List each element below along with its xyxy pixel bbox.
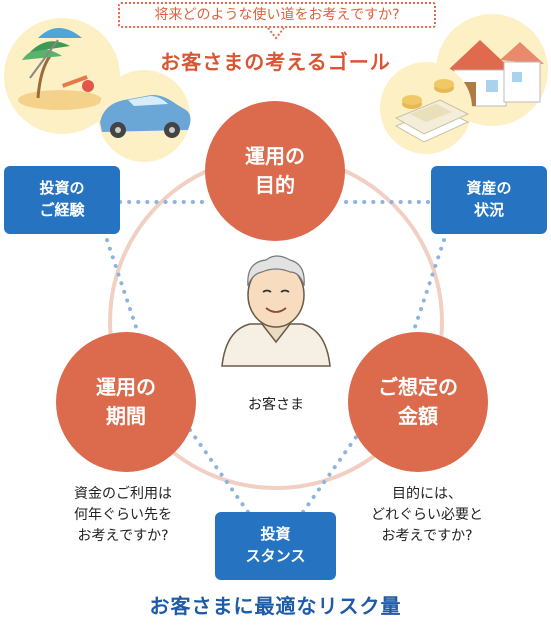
note-period: 資金のご利用は 何年ぐらい先を お考えですか? — [74, 486, 172, 544]
circle-period: 運用の 期間 — [56, 332, 196, 472]
question-bubble: 将来どのような使い道をお考えですか? — [118, 2, 436, 28]
customer-label: お客さま — [248, 397, 304, 413]
box-investment-stance: 投資 スタンス — [215, 512, 336, 580]
box-investment-experience: 投資の ご経験 — [4, 166, 120, 234]
bubble-tip — [267, 27, 285, 40]
beach-chair-icon — [4, 18, 120, 134]
person-icon — [221, 255, 331, 367]
note-amount: 目的には、 どれぐらい必要と お考えですか? — [371, 486, 483, 544]
box-asset-status: 資産の 状況 — [431, 166, 547, 234]
car-icon — [98, 70, 191, 162]
goal-title: お客さまの考えるゴール — [160, 50, 391, 74]
optimal-risk-title: お客さまに最適なリスク量 — [149, 594, 402, 618]
money-icon — [380, 62, 472, 154]
circle-purpose: 運用の 目的 — [205, 101, 345, 241]
connector-lines — [105, 200, 446, 514]
circle-amount: ご想定の 金額 — [348, 332, 488, 472]
